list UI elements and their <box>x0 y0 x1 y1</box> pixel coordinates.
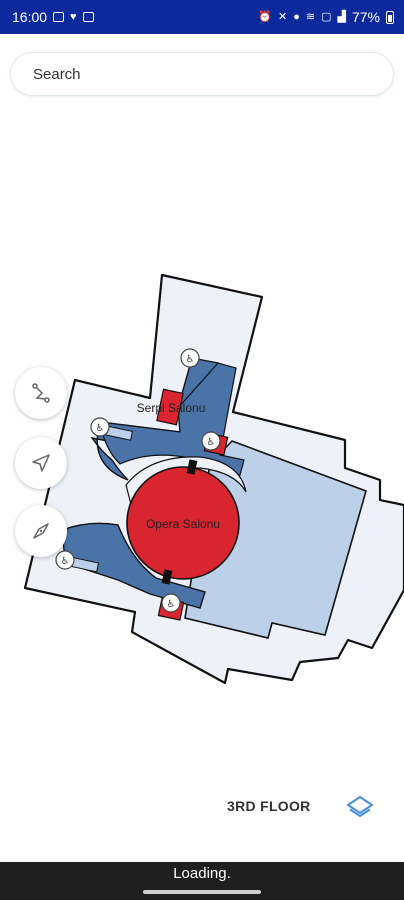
svg-text:♿: ♿ <box>207 437 216 448</box>
notification-icon <box>82 12 94 22</box>
restroom-icon[interactable]: ♿ <box>161 593 181 613</box>
heart-icon: ♥ <box>70 10 77 23</box>
status-right: ⏰ ✕ ● ≋ ▢ ▟ 77% <box>258 9 394 25</box>
floor-label[interactable]: 3RD FLOOR <box>227 798 311 814</box>
search-bar[interactable] <box>10 52 394 96</box>
restroom-icon[interactable]: ♿ <box>55 550 75 570</box>
volte-icon: ▢ <box>321 10 332 23</box>
floor-plan-map[interactable]: ♿ ♿ ♿ ♿ ♿ Serpi Salonu Opera Salonu <box>0 260 404 690</box>
loading-bar: Loading. <box>0 862 404 900</box>
status-time: 16:00 <box>12 9 48 25</box>
loading-text: Loading. <box>173 865 231 882</box>
restroom-icon[interactable]: ♿ <box>180 348 200 368</box>
restroom-icon[interactable]: ♿ <box>201 431 221 451</box>
route-icon <box>32 383 50 403</box>
gallery-icon <box>53 12 65 22</box>
battery-icon <box>386 10 394 24</box>
signal-icon: ▟ <box>337 10 346 23</box>
navigate-button[interactable] <box>15 437 67 489</box>
room-label-serpi: Serpi Salonu <box>137 401 206 415</box>
home-gesture-bar[interactable] <box>143 890 261 894</box>
mute-icon: ✕ <box>278 10 288 23</box>
svg-text:♿: ♿ <box>186 354 195 365</box>
svg-text:♿: ♿ <box>61 556 70 567</box>
compass-button[interactable] <box>15 505 67 557</box>
wifi-icon: ≋ <box>305 10 316 23</box>
room-label-opera: Opera Salonu <box>146 517 220 531</box>
battery-percent: 77% <box>351 9 380 25</box>
opera-salonu-room[interactable] <box>126 466 240 580</box>
compass-icon <box>33 523 49 539</box>
search-input[interactable] <box>33 65 393 83</box>
floor-selector-button[interactable] <box>340 788 380 828</box>
svg-text:♿: ♿ <box>167 599 176 610</box>
serpi-salonu-room[interactable] <box>156 388 184 426</box>
opera-door-top <box>186 459 198 475</box>
location-icon: ● <box>293 10 300 23</box>
svg-text:♿: ♿ <box>96 423 105 434</box>
restroom-icon[interactable]: ♿ <box>90 417 110 437</box>
opera-door-bottom <box>161 569 173 585</box>
alarm-icon: ⏰ <box>258 10 272 23</box>
status-left: 16:00 ♥ <box>12 9 94 25</box>
navigate-icon <box>32 454 50 472</box>
route-button[interactable] <box>15 367 67 419</box>
status-bar: 16:00 ♥ ⏰ ✕ ● ≋ ▢ ▟ 77% <box>0 0 404 34</box>
layers-icon <box>347 796 373 817</box>
